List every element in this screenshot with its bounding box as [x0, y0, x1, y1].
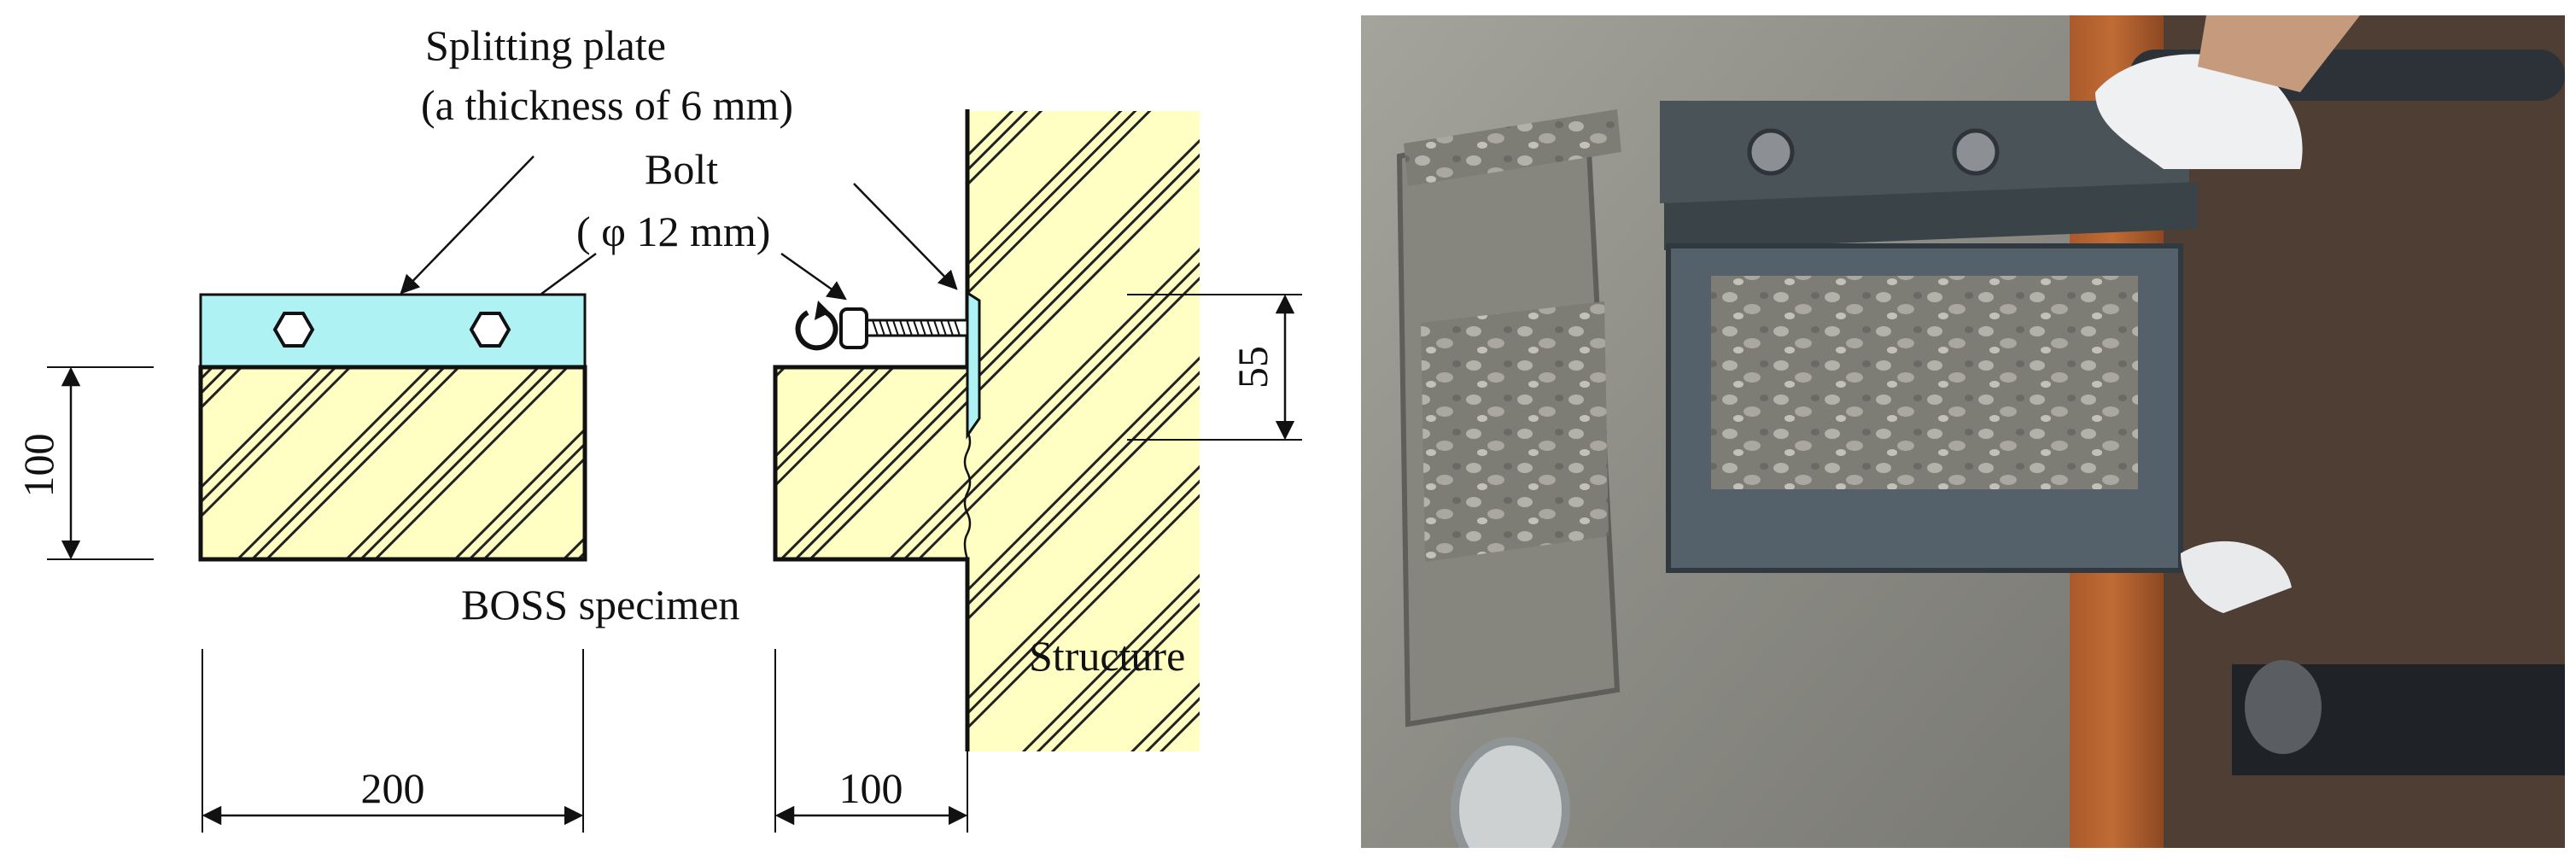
bolt-head-icon: [1747, 128, 1795, 176]
pipe-opening: [2245, 660, 2322, 754]
plate-gap-dimension: 55: [1229, 346, 1276, 389]
bolt-head-icon: [1952, 128, 2000, 176]
cavity-upper-aggregate: [1404, 109, 1621, 186]
bolt-diameter-label: ( φ 12 mm): [576, 207, 770, 255]
drain-ring: [1451, 737, 1570, 848]
splitting-plate: [199, 293, 587, 369]
forearm: [2198, 15, 2360, 92]
extracted-cavity-face: [1421, 301, 1609, 562]
bolt-leader-right: [780, 252, 847, 301]
attached-specimen-outline: [773, 365, 970, 751]
field-test-photo: [1361, 15, 2565, 848]
fracture-line: [963, 430, 972, 560]
specimen-height-dimension: 100: [15, 434, 62, 498]
gloved-hand-lower: [2181, 541, 2292, 613]
bolt-head: [839, 307, 868, 349]
inserted-splitting-plate: [966, 290, 981, 440]
structure-hatch: [967, 111, 1200, 751]
bolt-hex-head-icon: [469, 312, 511, 348]
specimen-width-dimension: 200: [361, 764, 425, 812]
splitting-plate-label: Splitting plate: [425, 21, 666, 69]
bolt-hex-head-icon: [272, 312, 315, 348]
boss-specimen-hatch: [198, 365, 587, 562]
boss-specimen-core: [1711, 276, 2138, 489]
steel-flange: [1664, 182, 2198, 250]
plate-thickness-label: (a thickness of 6 mm): [421, 81, 793, 129]
splitting-plate-right-leader: [853, 183, 958, 290]
rotation-arrow-icon: [795, 301, 838, 351]
splitting-plate-leader: [400, 155, 534, 295]
boss-specimen-label: BOSS specimen: [461, 581, 739, 628]
gloved-hand: [2095, 54, 2303, 169]
attached-specimen-hatch: [775, 367, 967, 559]
bolt-label: Bolt: [645, 145, 718, 193]
structure-label: Structure: [1029, 632, 1185, 680]
specimen-depth-dimension: 100: [839, 764, 903, 812]
bolt-thread: [872, 319, 961, 336]
boss-test-diagram: Splitting plate (a thickness of 6 mm) Bo…: [15, 21, 1302, 833]
